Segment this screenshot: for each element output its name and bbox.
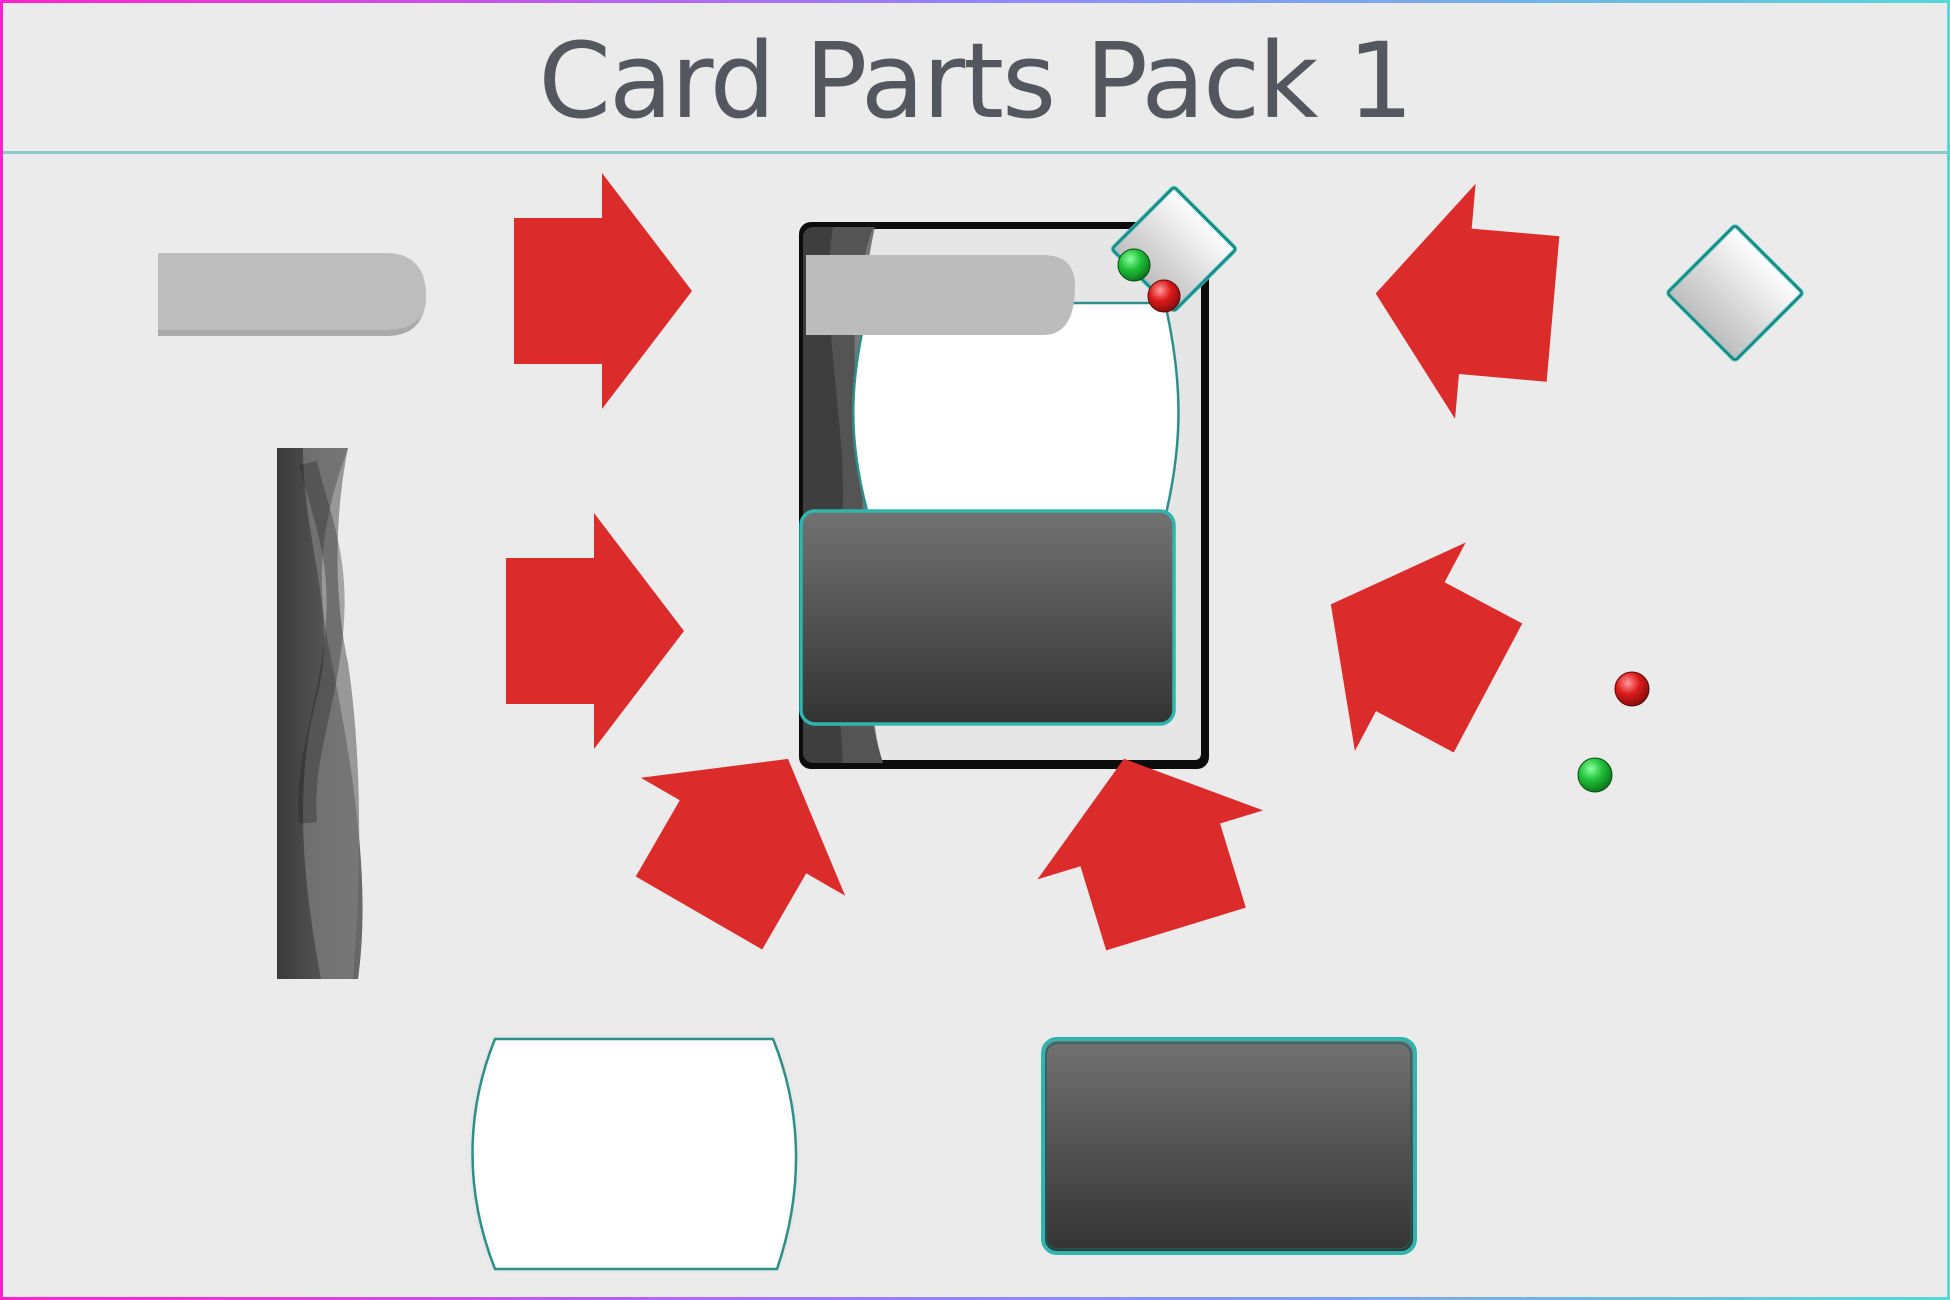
arrow-from-diamond: [1375, 183, 1560, 419]
name-banner-part: [158, 253, 426, 336]
arrow-from-art-window: [635, 758, 846, 950]
parts-illustration: [158, 173, 1804, 1271]
gem-dots-part: [1577, 671, 1650, 793]
cost-diamond-part: [1666, 224, 1804, 362]
arrow-from-ribbon: [506, 513, 684, 749]
arrow-from-gems: [1330, 542, 1523, 753]
page-title: Card Parts Pack 1: [538, 20, 1413, 142]
text-box-part: [1041, 1037, 1417, 1255]
art-window-part: [471, 1037, 798, 1271]
arrow-from-banner: [514, 173, 692, 409]
assembled-card: [799, 186, 1237, 769]
side-ribbon-part: [277, 448, 363, 979]
header-bar: Card Parts Pack 1: [3, 3, 1947, 154]
arrow-from-text-box: [1037, 758, 1264, 951]
